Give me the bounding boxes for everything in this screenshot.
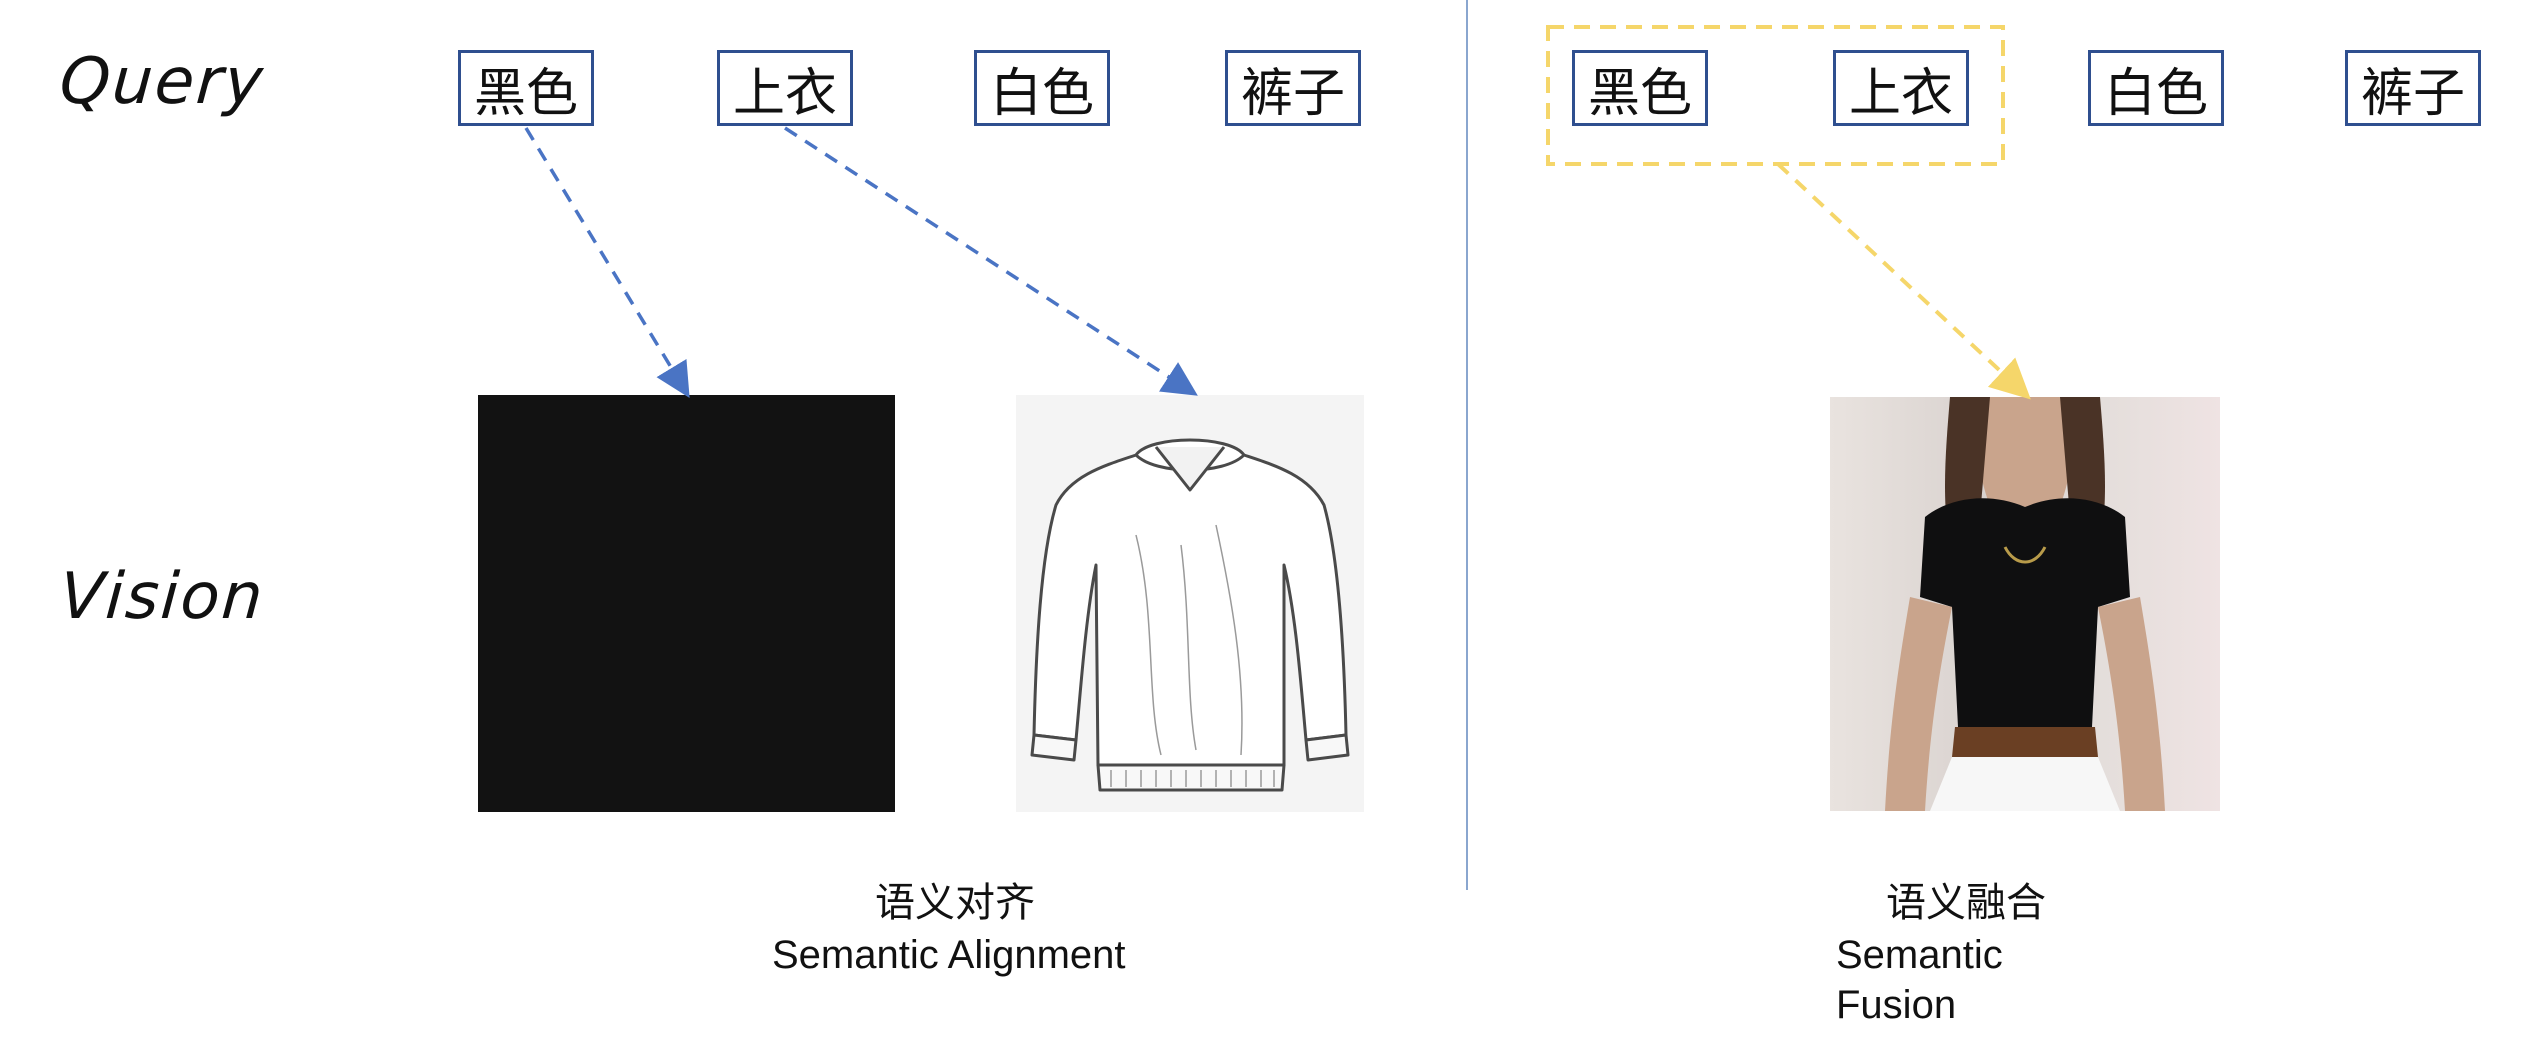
- arrow-top-to-sweater: [784, 126, 1198, 396]
- left-token-pants: 裤子: [1225, 50, 1361, 126]
- sweater-icon: [1030, 438, 1350, 792]
- right-token-pants: 裤子: [2345, 50, 2481, 126]
- right-token-white: 白色: [2088, 50, 2224, 126]
- arrow-black-to-swatch: [524, 127, 690, 398]
- query-row-label: Query: [57, 45, 268, 119]
- right-token-top: 上衣: [1833, 50, 1969, 126]
- right-caption-zh: 语义融合: [1886, 881, 2046, 925]
- vision-row-label: Vision: [57, 560, 267, 634]
- arrow-fusion-to-photo: [1776, 162, 2031, 400]
- left-token-black: 黑色: [458, 50, 594, 126]
- right-token-black: 黑色: [1572, 50, 1708, 126]
- right-caption-en-line2: Fusion: [1836, 983, 1957, 1027]
- panel-divider: [1466, 0, 1468, 890]
- black-color-swatch: [478, 395, 895, 812]
- left-caption-zh: 语义对齐: [875, 881, 1035, 925]
- right-caption-en-line1: Semantic: [1836, 933, 2003, 977]
- model-photo-image: [1830, 397, 2220, 811]
- sweater-drawing-image: [1016, 395, 1364, 812]
- person-icon: [1885, 397, 2165, 811]
- left-caption-en: Semantic Alignment: [772, 933, 1126, 977]
- left-token-white: 白色: [974, 50, 1110, 126]
- left-token-top: 上衣: [717, 50, 853, 126]
